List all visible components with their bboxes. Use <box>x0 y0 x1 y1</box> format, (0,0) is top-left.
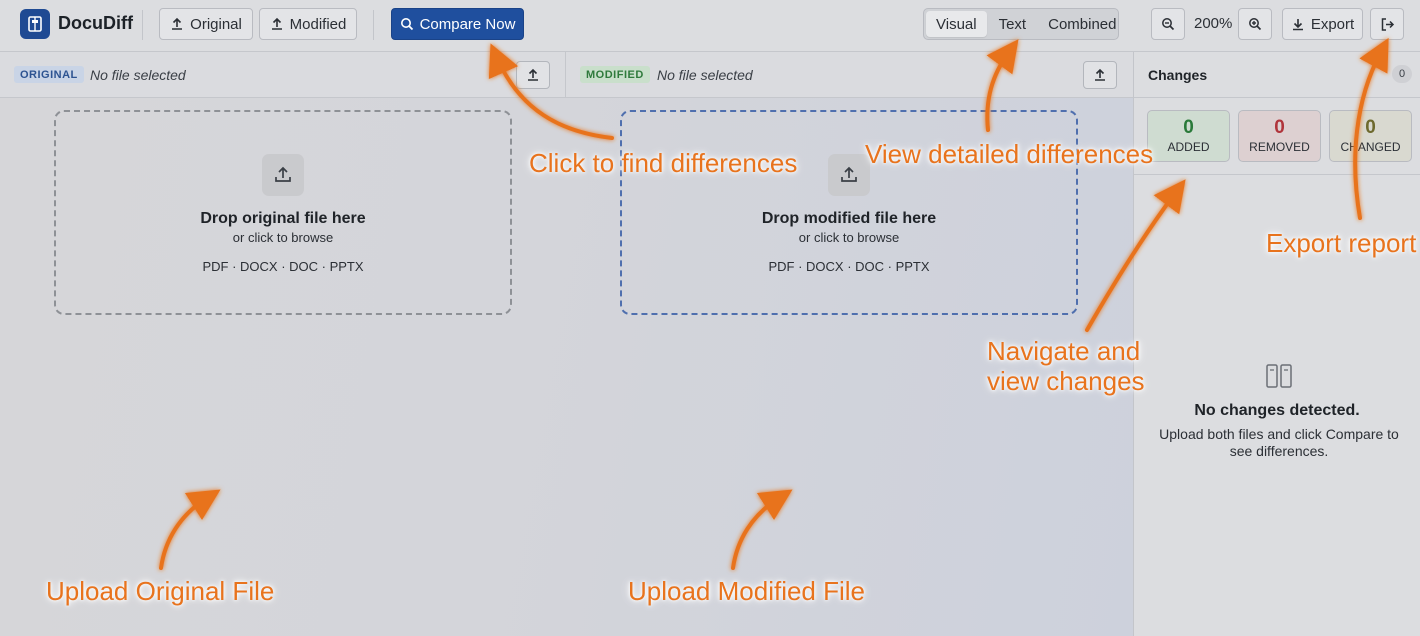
original-pane-header: ORIGINAL No file selected <box>0 52 565 98</box>
added-count: 0 <box>1183 117 1194 138</box>
zoom-out-icon <box>1162 18 1175 31</box>
original-file-status: No file selected <box>90 67 186 83</box>
upload-modified-button[interactable]: Modified <box>259 8 357 40</box>
annotation-navigate-line2: view changes <box>987 366 1145 396</box>
annotation-upload-original: Upload Original File <box>46 576 275 606</box>
view-mode-switch: Visual Text Combined <box>923 8 1119 40</box>
upload-icon <box>828 154 870 196</box>
sidebar-divider <box>1134 97 1420 98</box>
upload-original-button[interactable]: Original <box>159 8 253 40</box>
upload-original-label: Original <box>190 15 242 33</box>
export-label: Export <box>1310 15 1355 33</box>
compare-columns-icon <box>1266 364 1292 388</box>
original-upload-button[interactable] <box>516 61 550 89</box>
annotation-compare: Click to find differences <box>529 148 798 178</box>
upload-modified-label: Modified <box>289 15 347 33</box>
annotation-export: Export report <box>1266 228 1417 258</box>
logout-button[interactable] <box>1370 8 1404 40</box>
empty-state-description: Upload both files and click Compare to s… <box>1159 426 1399 459</box>
toolbar-divider <box>373 10 374 40</box>
compare-now-button[interactable]: Compare Now <box>391 8 524 40</box>
zoom-level: 200% <box>1194 15 1233 32</box>
changes-sidebar: Changes 0 0 ADDED 0 REMOVED 0 CHANGED No… <box>1133 52 1420 636</box>
added-stat[interactable]: 0 ADDED <box>1147 110 1230 162</box>
zoom-out-button[interactable] <box>1151 8 1185 40</box>
modified-pane-header: MODIFIED No file selected <box>566 52 1133 98</box>
empty-state-title: No changes detected. <box>1194 402 1360 419</box>
modified-file-status: No file selected <box>657 67 753 83</box>
removed-stat[interactable]: 0 REMOVED <box>1238 110 1321 162</box>
modified-upload-button[interactable] <box>1083 61 1117 89</box>
changes-count-badge: 0 <box>1392 65 1412 83</box>
upload-icon <box>262 154 304 196</box>
modified-tag: MODIFIED <box>580 66 650 83</box>
changes-title: Changes <box>1148 67 1208 83</box>
document-canvas: Drop original file here or click to brow… <box>0 98 1133 636</box>
modified-formats: PDF · DOCX · DOC · PPTX <box>768 259 930 274</box>
toolbar-divider <box>142 10 143 40</box>
modified-drop-subtitle: or click to browse <box>798 230 900 245</box>
zoom-in-button[interactable] <box>1238 8 1272 40</box>
original-dropzone[interactable]: Drop original file here or click to brow… <box>54 110 512 315</box>
original-tag: ORIGINAL <box>14 66 84 83</box>
modified-dropzone[interactable]: Drop modified file here or click to brow… <box>620 110 1078 315</box>
upload-icon <box>528 68 538 81</box>
view-mode-combined[interactable]: Combined <box>1048 15 1117 33</box>
modified-drop-title: Drop modified file here <box>761 210 937 227</box>
upload-icon <box>271 17 282 30</box>
annotation-navigate-line1: Navigate and <box>987 336 1141 366</box>
original-drop-title: Drop original file here <box>200 210 366 227</box>
toolbar: DocuDiff Original Modified Compare Now V… <box>0 0 1420 52</box>
removed-label: REMOVED <box>1249 140 1310 154</box>
export-button[interactable]: Export <box>1282 8 1363 40</box>
added-label: ADDED <box>1167 140 1210 154</box>
document-icon <box>28 16 42 32</box>
changed-count: 0 <box>1365 117 1376 138</box>
download-icon <box>1292 19 1303 31</box>
annotation-view: View detailed differences <box>865 139 1154 169</box>
view-mode-text[interactable]: Text <box>998 15 1027 33</box>
upload-icon <box>172 17 183 30</box>
original-formats: PDF · DOCX · DOC · PPTX <box>202 259 364 274</box>
zoom-in-icon <box>1249 18 1262 31</box>
changed-label: CHANGED <box>1340 140 1401 154</box>
view-mode-visual[interactable]: Visual <box>926 11 987 37</box>
upload-icon <box>1095 68 1105 81</box>
changed-stat[interactable]: 0 CHANGED <box>1329 110 1412 162</box>
removed-count: 0 <box>1274 117 1285 138</box>
annotation-upload-modified: Upload Modified File <box>628 576 866 606</box>
sidebar-divider <box>1134 174 1420 175</box>
logout-icon <box>1381 17 1394 31</box>
app-logo <box>20 9 50 39</box>
search-icon <box>400 18 413 31</box>
compare-now-label: Compare Now <box>419 15 516 33</box>
original-drop-subtitle: or click to browse <box>232 230 334 245</box>
app-name: DocuDiff <box>58 13 133 33</box>
